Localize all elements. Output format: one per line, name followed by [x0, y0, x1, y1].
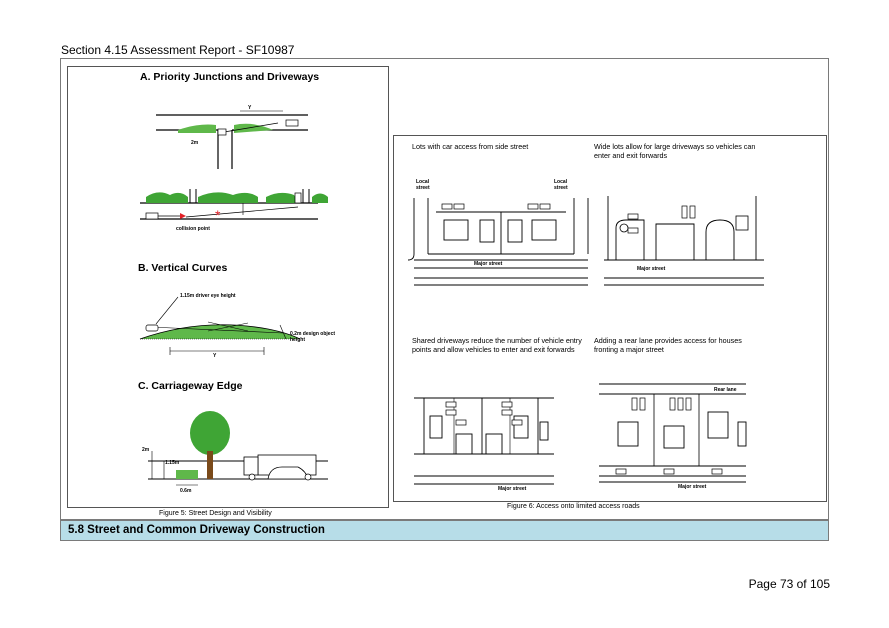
label-local-street-left: Local street [416, 179, 430, 191]
section-heading: 5.8 Street and Common Driveway Construct… [68, 524, 325, 536]
label-0-6m: 0.6m [180, 488, 192, 494]
panel-wide-lots-text: Wide lots allow for large driveways so v… [594, 142, 756, 160]
label-major-street-4: Major street [678, 484, 707, 490]
figure-access-limited-roads: Lots with car access from side street Wi… [393, 135, 827, 502]
label-2m: 2m [191, 140, 199, 146]
page-number: Page 73 of 105 [748, 577, 830, 591]
junction-diagram: * [140, 110, 328, 223]
label-local-street-right: Local street [554, 179, 568, 191]
label-eye-height: 1.15m driver eye height [180, 293, 236, 299]
label-rear-lane: Rear lane [714, 387, 737, 393]
section-a-title: A. Priority Junctions and Driveways [140, 71, 320, 83]
figure5-caption: Figure 5: Street Design and Visibility [159, 510, 272, 517]
label-y-b: Y [213, 353, 217, 359]
label-2m-c: 2m [142, 447, 150, 453]
figure6-caption: Figure 6: Access onto limited access roa… [507, 503, 640, 510]
section-c-title: C. Carriageway Edge [138, 380, 243, 392]
figure-street-design-visibility: A. Priority Junctions and Driveways B. V… [67, 66, 389, 508]
label-major-street-3: Major street [498, 486, 527, 492]
label-1-15m: 1.15m [165, 460, 180, 466]
carriageway-edge-diagram [148, 411, 328, 486]
section-b-title: B. Vertical Curves [138, 262, 228, 274]
panel-shared-driveways-text: Shared driveways reduce the number of ve… [412, 336, 582, 354]
label-major-street-2: Major street [637, 266, 666, 272]
panel-side-street-text: Lots with car access from side street [412, 142, 529, 151]
panel-rear-lane-text: Adding a rear lane provides access for h… [594, 336, 742, 354]
access-road-diagrams [407, 196, 764, 485]
svg-text:*: * [215, 207, 221, 223]
content-frame [60, 58, 829, 520]
report-header: Section 4.15 Assessment Report - SF10987 [61, 43, 295, 57]
label-major-street-1: Major street [474, 261, 503, 267]
section-heading-band: 5.8 Street and Common Driveway Construct… [60, 520, 829, 541]
label-object-height: 0.2m design object height [290, 331, 336, 343]
label-collision-point: collision point [176, 226, 210, 232]
vertical-curve-diagram [139, 296, 301, 355]
label-y: Y [248, 105, 252, 111]
